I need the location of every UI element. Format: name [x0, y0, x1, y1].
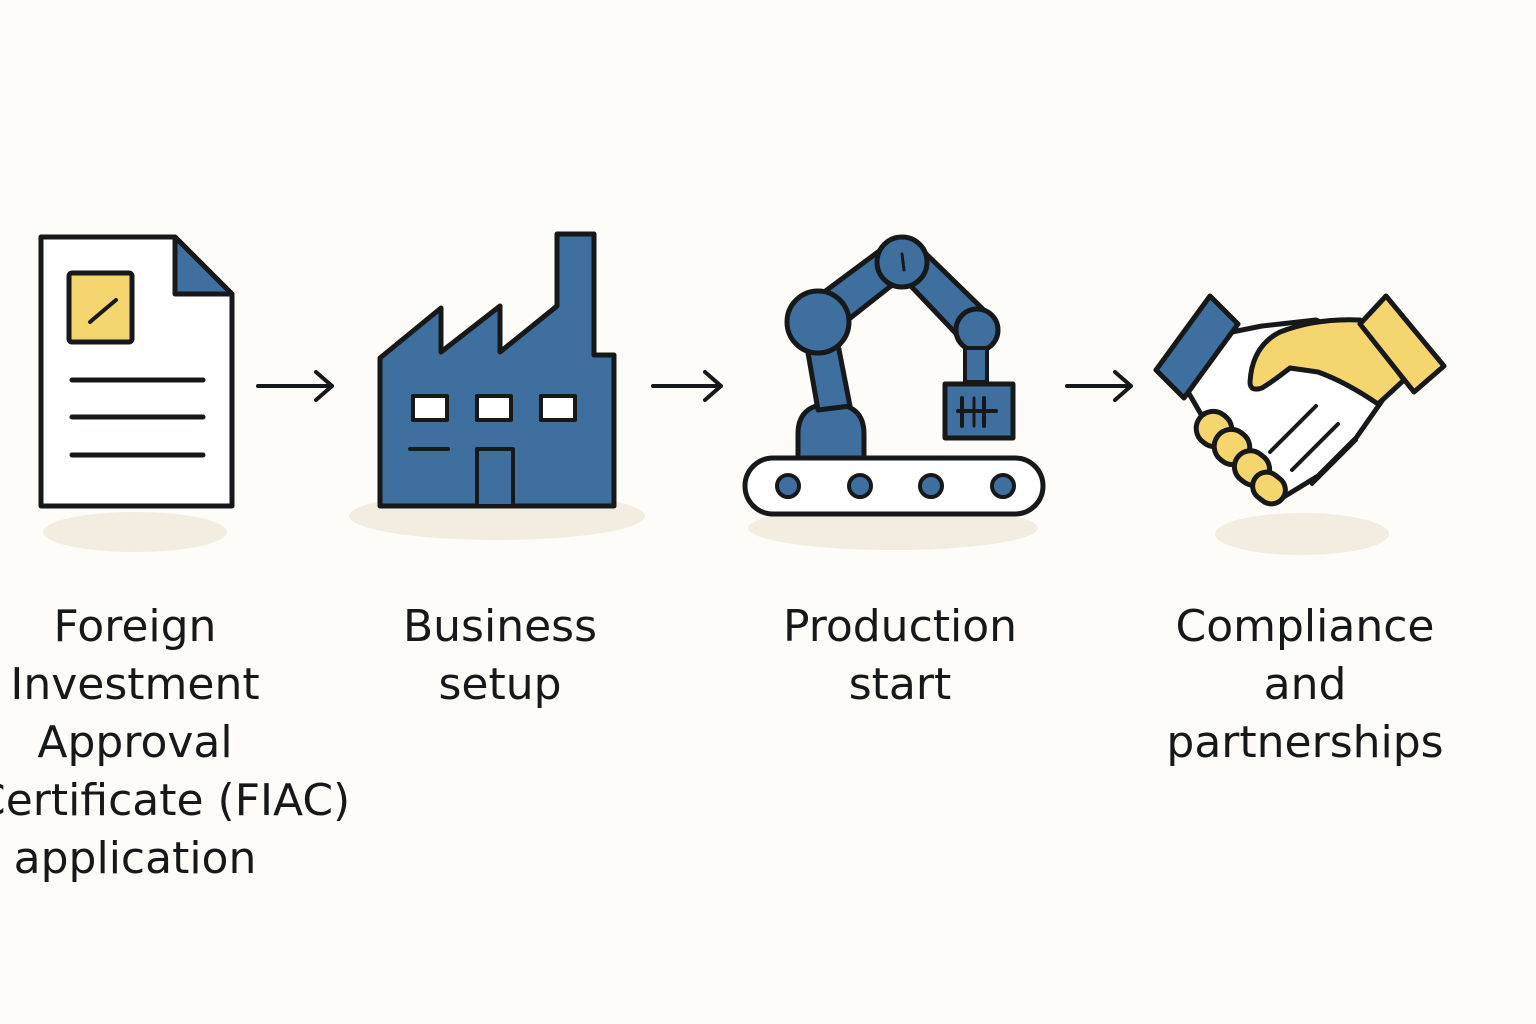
step-1-label-line: Foreign [53, 601, 217, 652]
step-3-label-line: Production [782, 601, 1018, 652]
arrow-right-icon [651, 370, 723, 402]
arrow-right-icon [256, 370, 334, 402]
step-1-label-line: Approval [37, 717, 233, 768]
step-4-label: Compliance and partnerships [1150, 598, 1460, 772]
robotic-arm-conveyor-icon [742, 234, 1046, 517]
step-4-label-line: and [1263, 659, 1347, 710]
step-1-label-line: Investment [10, 659, 260, 710]
handshake-icon [1153, 293, 1447, 507]
step-4-label-line: Compliance [1175, 601, 1435, 652]
factory-icon [377, 231, 617, 509]
robot-shadow [748, 506, 1038, 550]
step-3-label: Production start [750, 598, 1050, 714]
step-2-label: Business setup [350, 598, 650, 714]
arrow-right-icon [1065, 370, 1133, 402]
step-2-label-line: Business [402, 601, 598, 652]
step-2-label-line: setup [438, 659, 562, 710]
document-checkbox-icon [38, 234, 235, 509]
step-1-label-line: application [13, 833, 257, 884]
step-1-label: Foreign Investment Approval Certificate … [0, 598, 351, 888]
step-3-label-line: start [848, 659, 952, 710]
step-1-label-line: Certificate (FIAC) [0, 775, 351, 826]
document-shadow [43, 512, 227, 552]
handshake-shadow [1215, 513, 1389, 555]
step-4-label-line: partnerships [1166, 717, 1444, 768]
